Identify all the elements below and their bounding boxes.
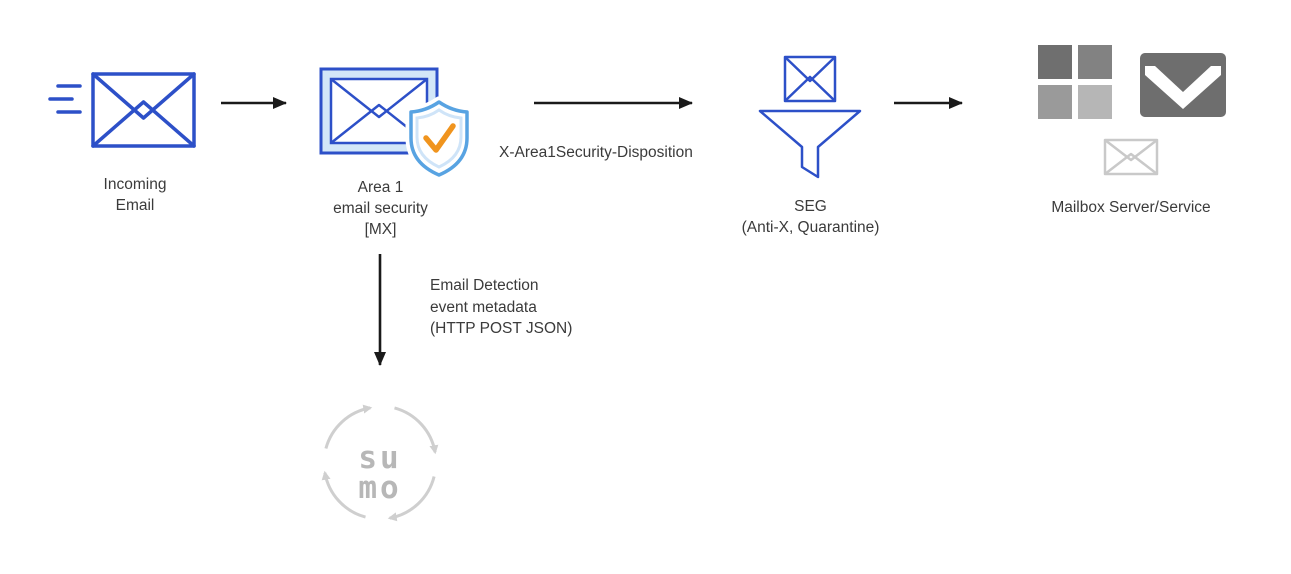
metadata-label-line3: (HTTP POST JSON): [430, 320, 573, 337]
mailbox-label-line1: Mailbox Server/Service: [1051, 199, 1211, 216]
seg-label-line1: SEG: [794, 198, 827, 215]
funnel-shape: [758, 109, 862, 179]
arrow-incoming-to-area1: [221, 97, 287, 109]
area1-label: Area 1 email security [MX]: [288, 177, 473, 240]
sumo-logic-logo-icon: su mo: [321, 404, 439, 522]
shield-check-badge: [405, 96, 470, 180]
speed-lines: [48, 84, 82, 114]
disposition-header-label: X-Area1Security-Disposition: [499, 144, 693, 161]
area1-email-security-icon: [319, 67, 470, 180]
arrow-area1-to-seg: [534, 97, 693, 109]
incoming-email-label-line1: Incoming: [103, 176, 167, 193]
sumo-wordmark-bottom: mo: [358, 470, 401, 506]
seg-label-line2: (Anti-X, Quarantine): [741, 219, 880, 236]
check-icon: [423, 123, 456, 153]
area1-label-line3: [MX]: [364, 221, 397, 238]
seg-label: SEG (Anti-X, Quarantine): [718, 196, 903, 238]
area1-label-line1: Area 1: [357, 179, 404, 196]
mailbox-label: Mailbox Server/Service: [1026, 197, 1236, 218]
circular-arrows: [321, 404, 439, 522]
incoming-email-label-line2: Email: [115, 197, 155, 214]
gmail-icon: [1140, 53, 1226, 117]
envelope-outline-icon: [1103, 138, 1159, 176]
metadata-label: Email Detection event metadata (HTTP POS…: [430, 275, 572, 340]
seg-funnel-icon: [758, 55, 862, 179]
metadata-label-line2: event metadata: [430, 298, 537, 316]
metadata-label-line1: Email Detection: [430, 277, 539, 294]
incoming-email-icon: [48, 72, 196, 148]
incoming-email-label: Incoming Email: [45, 174, 225, 216]
area1-label-line2: email security: [333, 200, 428, 217]
arrow-area1-to-sumo: [374, 254, 386, 366]
sumo-wordmark-top: su: [358, 440, 401, 476]
microsoft-logo-icon: [1038, 45, 1112, 119]
envelope-outline: [91, 72, 196, 148]
envelope-outline: [783, 55, 837, 103]
arrow-seg-to-mailbox: [894, 97, 963, 109]
